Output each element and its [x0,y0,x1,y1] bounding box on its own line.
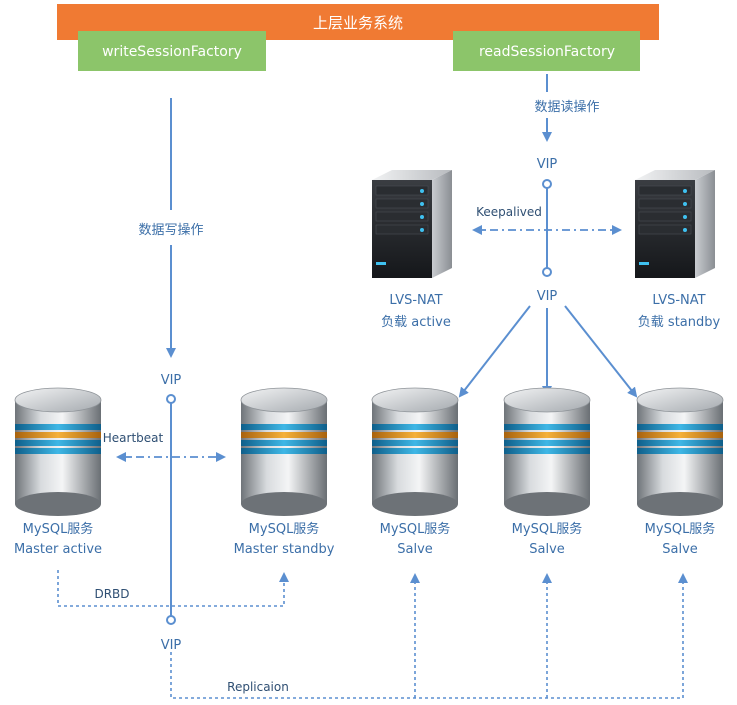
vip-bottom-node [166,615,176,625]
mysql-3-line1: MySQL服务 [512,521,583,537]
db-master-standby-icon [240,387,328,517]
heartbeat-label: Heartbeat [103,431,164,445]
write-session-factory[interactable]: writeSessionFactory [78,31,266,71]
lvs-standby-line2: 负载 standby [638,315,721,330]
mysql-0-line1: MySQL服务 [23,521,94,537]
read-session-factory[interactable]: readSessionFactory [453,31,640,71]
drbd-line [57,570,289,607]
drbd-label: DRBD [94,587,129,601]
db-master-active-icon [14,387,102,517]
db-slave1-icon [371,387,459,517]
keepalived-label: Keepalived [476,205,542,219]
vip-write-label: VIP [161,373,182,388]
db-slave3-icon [636,387,724,517]
vip-read-top-label: VIP [537,157,558,172]
vip-read-bottom-label: VIP [537,289,558,304]
mysql-1-line1: MySQL服务 [249,521,320,537]
lvs-standby-server-icon [634,169,716,279]
read-op-label: 数据读操作 [534,99,599,115]
vip-read-bottom-node [542,267,552,277]
mysql-1-line2: Master standby [234,542,335,557]
header-title: 上层业务系统 [313,14,403,32]
lvs-active-line2: 负载 active [381,315,451,330]
mysql-2-line2: Salve [397,542,433,557]
vip-to-slave3-arrow [564,305,638,398]
vip-write-node [166,394,176,404]
mysql-2-line1: MySQL服务 [380,521,451,537]
read-session-factory-label: readSessionFactory [479,44,615,60]
lvs-active-line1: LVS-NAT [389,293,442,308]
mysql-0-line2: Master active [14,542,102,557]
vip-to-slave1-arrow [458,305,531,398]
mysql-4-line1: MySQL服务 [645,521,716,537]
lvs-standby-line1: LVS-NAT [652,293,705,308]
write-session-factory-label: writeSessionFactory [102,44,242,60]
replication-label: Replicaion [227,680,289,694]
write-op-label: 数据写操作 [138,222,203,238]
vip-read-top-node [542,179,552,189]
mysql-3-line2: Salve [529,542,565,557]
mysql-4-line2: Salve [662,542,698,557]
db-slave2-icon [503,387,591,517]
vip-bottom-label: VIP [161,638,182,653]
lvs-active-server-icon [371,169,453,279]
